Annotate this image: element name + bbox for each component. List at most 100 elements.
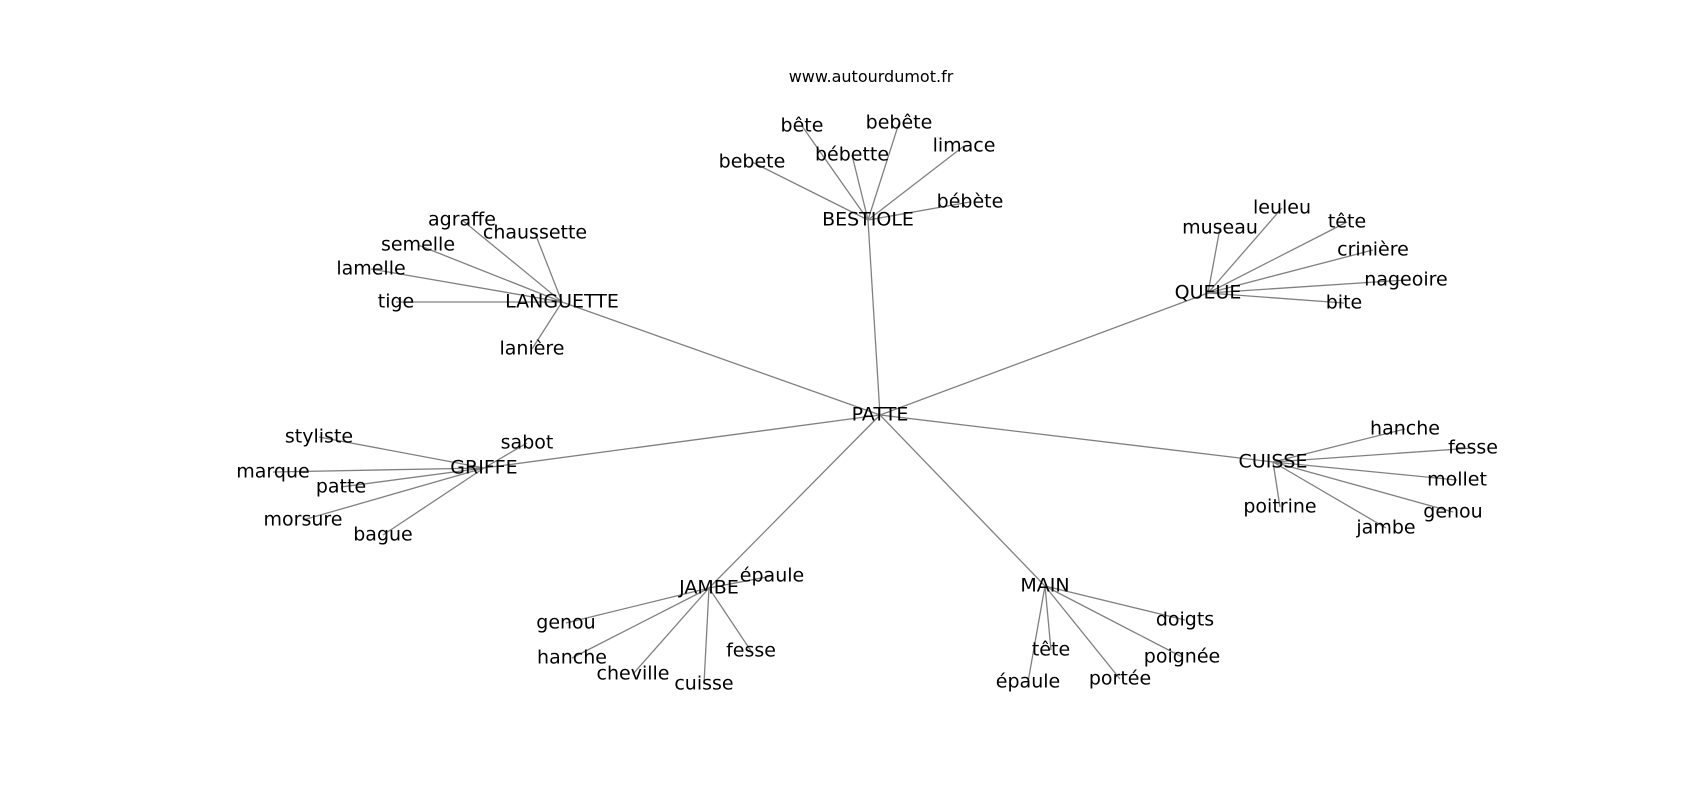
- edge-queue-tete: [1207, 221, 1348, 294]
- edge-cuisse-hanche: [1272, 428, 1406, 463]
- word-node-jambe-fesse: fesse: [726, 640, 776, 662]
- word-node-jambe-epaule: épaule: [740, 565, 804, 587]
- edge-jambe-genou: [565, 587, 710, 624]
- edge-bestiole-bebete: [867, 201, 971, 221]
- edge-main-poignee: [1044, 585, 1183, 658]
- edge-main-tete: [1044, 585, 1052, 651]
- word-node-bestiole-limace: limace: [933, 135, 996, 157]
- word-node-cuisse-genou: genou: [1423, 501, 1482, 523]
- edge-queue-bite: [1207, 292, 1345, 304]
- edge-root-main: [879, 414, 1046, 587]
- site-url: www.autourdumot.fr: [789, 67, 954, 86]
- edge-main-epaule: [1027, 585, 1046, 683]
- cluster-node-cuisse: CUISSE: [1239, 451, 1308, 473]
- edge-languette-semelle: [417, 244, 563, 303]
- word-node-queue-bite: bite: [1326, 292, 1362, 314]
- word-node-cuisse-jambe: jambe: [1355, 517, 1415, 539]
- word-node-griffe-styliste: styliste: [285, 426, 353, 448]
- word-node-languette-chaussette: chaussette: [483, 222, 587, 244]
- cluster-node-jambe: JAMBE: [678, 577, 739, 599]
- edge-bestiole-bebete: [751, 161, 869, 221]
- edge-griffe-sabot: [483, 442, 528, 469]
- edge-jambe-cheville: [632, 587, 710, 675]
- word-node-queue-leuleu: leuleu: [1253, 197, 1311, 219]
- edge-queue-leuleu: [1207, 207, 1283, 294]
- edge-bestiole-bebette: [851, 154, 869, 221]
- word-node-griffe-patte: patte: [316, 476, 366, 498]
- word-node-languette-semelle: semelle: [381, 234, 455, 256]
- word-node-jambe-cuisse: cuisse: [674, 673, 733, 695]
- word-node-griffe-bague: bague: [353, 524, 413, 546]
- word-node-griffe-marque: marque: [236, 461, 309, 483]
- word-node-languette-lamelle: lamelle: [336, 258, 405, 280]
- word-node-bestiole-bebete: bebete: [719, 151, 786, 173]
- edge-languette-laniere: [531, 301, 563, 350]
- edge-bestiole-limace: [867, 145, 965, 221]
- word-node-languette-laniere: lanière: [499, 338, 564, 360]
- word-node-bestiole-bete: bête: [781, 115, 824, 137]
- word-node-queue-tete: tête: [1328, 211, 1366, 233]
- word-node-griffe-sabot: sabot: [501, 432, 554, 454]
- edge-griffe-morsure: [302, 467, 485, 521]
- cluster-node-main: MAIN: [1020, 575, 1069, 597]
- edge-jambe-hanche: [571, 587, 710, 659]
- edge-jambe-epaule: [708, 575, 773, 589]
- word-node-jambe-hanche: hanche: [537, 647, 607, 669]
- edge-main-doigts: [1044, 585, 1186, 621]
- word-node-main-tete: tête: [1032, 639, 1070, 661]
- edge-queue-nageoire: [1207, 279, 1407, 294]
- cluster-node-languette: LANGUETTE: [505, 291, 619, 313]
- word-node-main-portee: portée: [1089, 668, 1151, 690]
- edge-root-bestiole: [867, 219, 881, 416]
- word-node-bestiole-bebette: bébette: [815, 144, 889, 166]
- word-node-cuisse-mollet: mollet: [1427, 469, 1487, 491]
- word-node-cuisse-poitrine: poitrine: [1243, 496, 1316, 518]
- edge-root-jambe: [708, 414, 881, 589]
- edges-layer: [272, 122, 1474, 685]
- edge-cuisse-mollet: [1272, 461, 1458, 481]
- edge-root-griffe: [483, 414, 881, 469]
- edge-queue-criniere: [1207, 249, 1374, 294]
- edge-languette-chaussette: [534, 232, 563, 303]
- word-node-jambe-genou: genou: [536, 612, 595, 634]
- word-node-languette-tige: tige: [378, 291, 414, 313]
- edge-bestiole-bebete: [867, 122, 900, 221]
- word-node-main-epaule: épaule: [996, 671, 1060, 693]
- edge-main-portee: [1044, 585, 1121, 680]
- edge-jambe-fesse: [708, 587, 752, 652]
- edge-root-languette: [561, 301, 881, 416]
- word-node-main-doigts: doigts: [1156, 609, 1214, 631]
- labels-layer: PATTE BESTIOLE bebete bête bébette bebêtelima…: [236, 112, 1498, 695]
- edge-cuisse-fesse: [1272, 447, 1474, 463]
- word-node-jambe-cheville: cheville: [597, 663, 670, 685]
- edge-queue-museau: [1207, 227, 1221, 294]
- word-node-griffe-morsure: morsure: [264, 509, 343, 531]
- word-node-queue-museau: museau: [1182, 217, 1258, 239]
- word-node-bestiole-bebete: bébète: [937, 191, 1004, 213]
- cluster-node-queue: QUEUE: [1175, 282, 1242, 304]
- edge-jambe-cuisse: [703, 587, 710, 685]
- edge-griffe-styliste: [318, 436, 485, 469]
- edge-griffe-marque: [272, 467, 485, 473]
- edge-cuisse-poitrine: [1272, 461, 1281, 508]
- word-node-bestiole-bebete: bebête: [866, 112, 933, 134]
- edge-bestiole-bete: [801, 125, 869, 221]
- word-node-cuisse-fesse: fesse: [1448, 437, 1498, 459]
- edge-languette-lamelle: [370, 268, 563, 303]
- edge-cuisse-genou: [1272, 461, 1454, 513]
- edge-root-cuisse: [879, 414, 1274, 463]
- word-node-cuisse-hanche: hanche: [1370, 418, 1440, 440]
- edge-root-queue: [879, 292, 1209, 416]
- word-node-queue-criniere: crinière: [1337, 239, 1409, 261]
- edge-cuisse-jambe: [1272, 461, 1387, 529]
- edge-languette-agraffe: [461, 219, 563, 303]
- edge-griffe-patte: [340, 467, 485, 488]
- cluster-node-griffe: GRIFFE: [450, 457, 517, 479]
- word-node-languette-agraffe: agraffe: [428, 209, 496, 231]
- cluster-node-bestiole: BESTIOLE: [822, 209, 914, 231]
- root-node-patte: PATTE: [852, 404, 909, 426]
- word-node-queue-nageoire: nageoire: [1364, 269, 1447, 291]
- word-node-main-poignee: poignée: [1144, 646, 1220, 668]
- edge-griffe-bague: [382, 467, 485, 536]
